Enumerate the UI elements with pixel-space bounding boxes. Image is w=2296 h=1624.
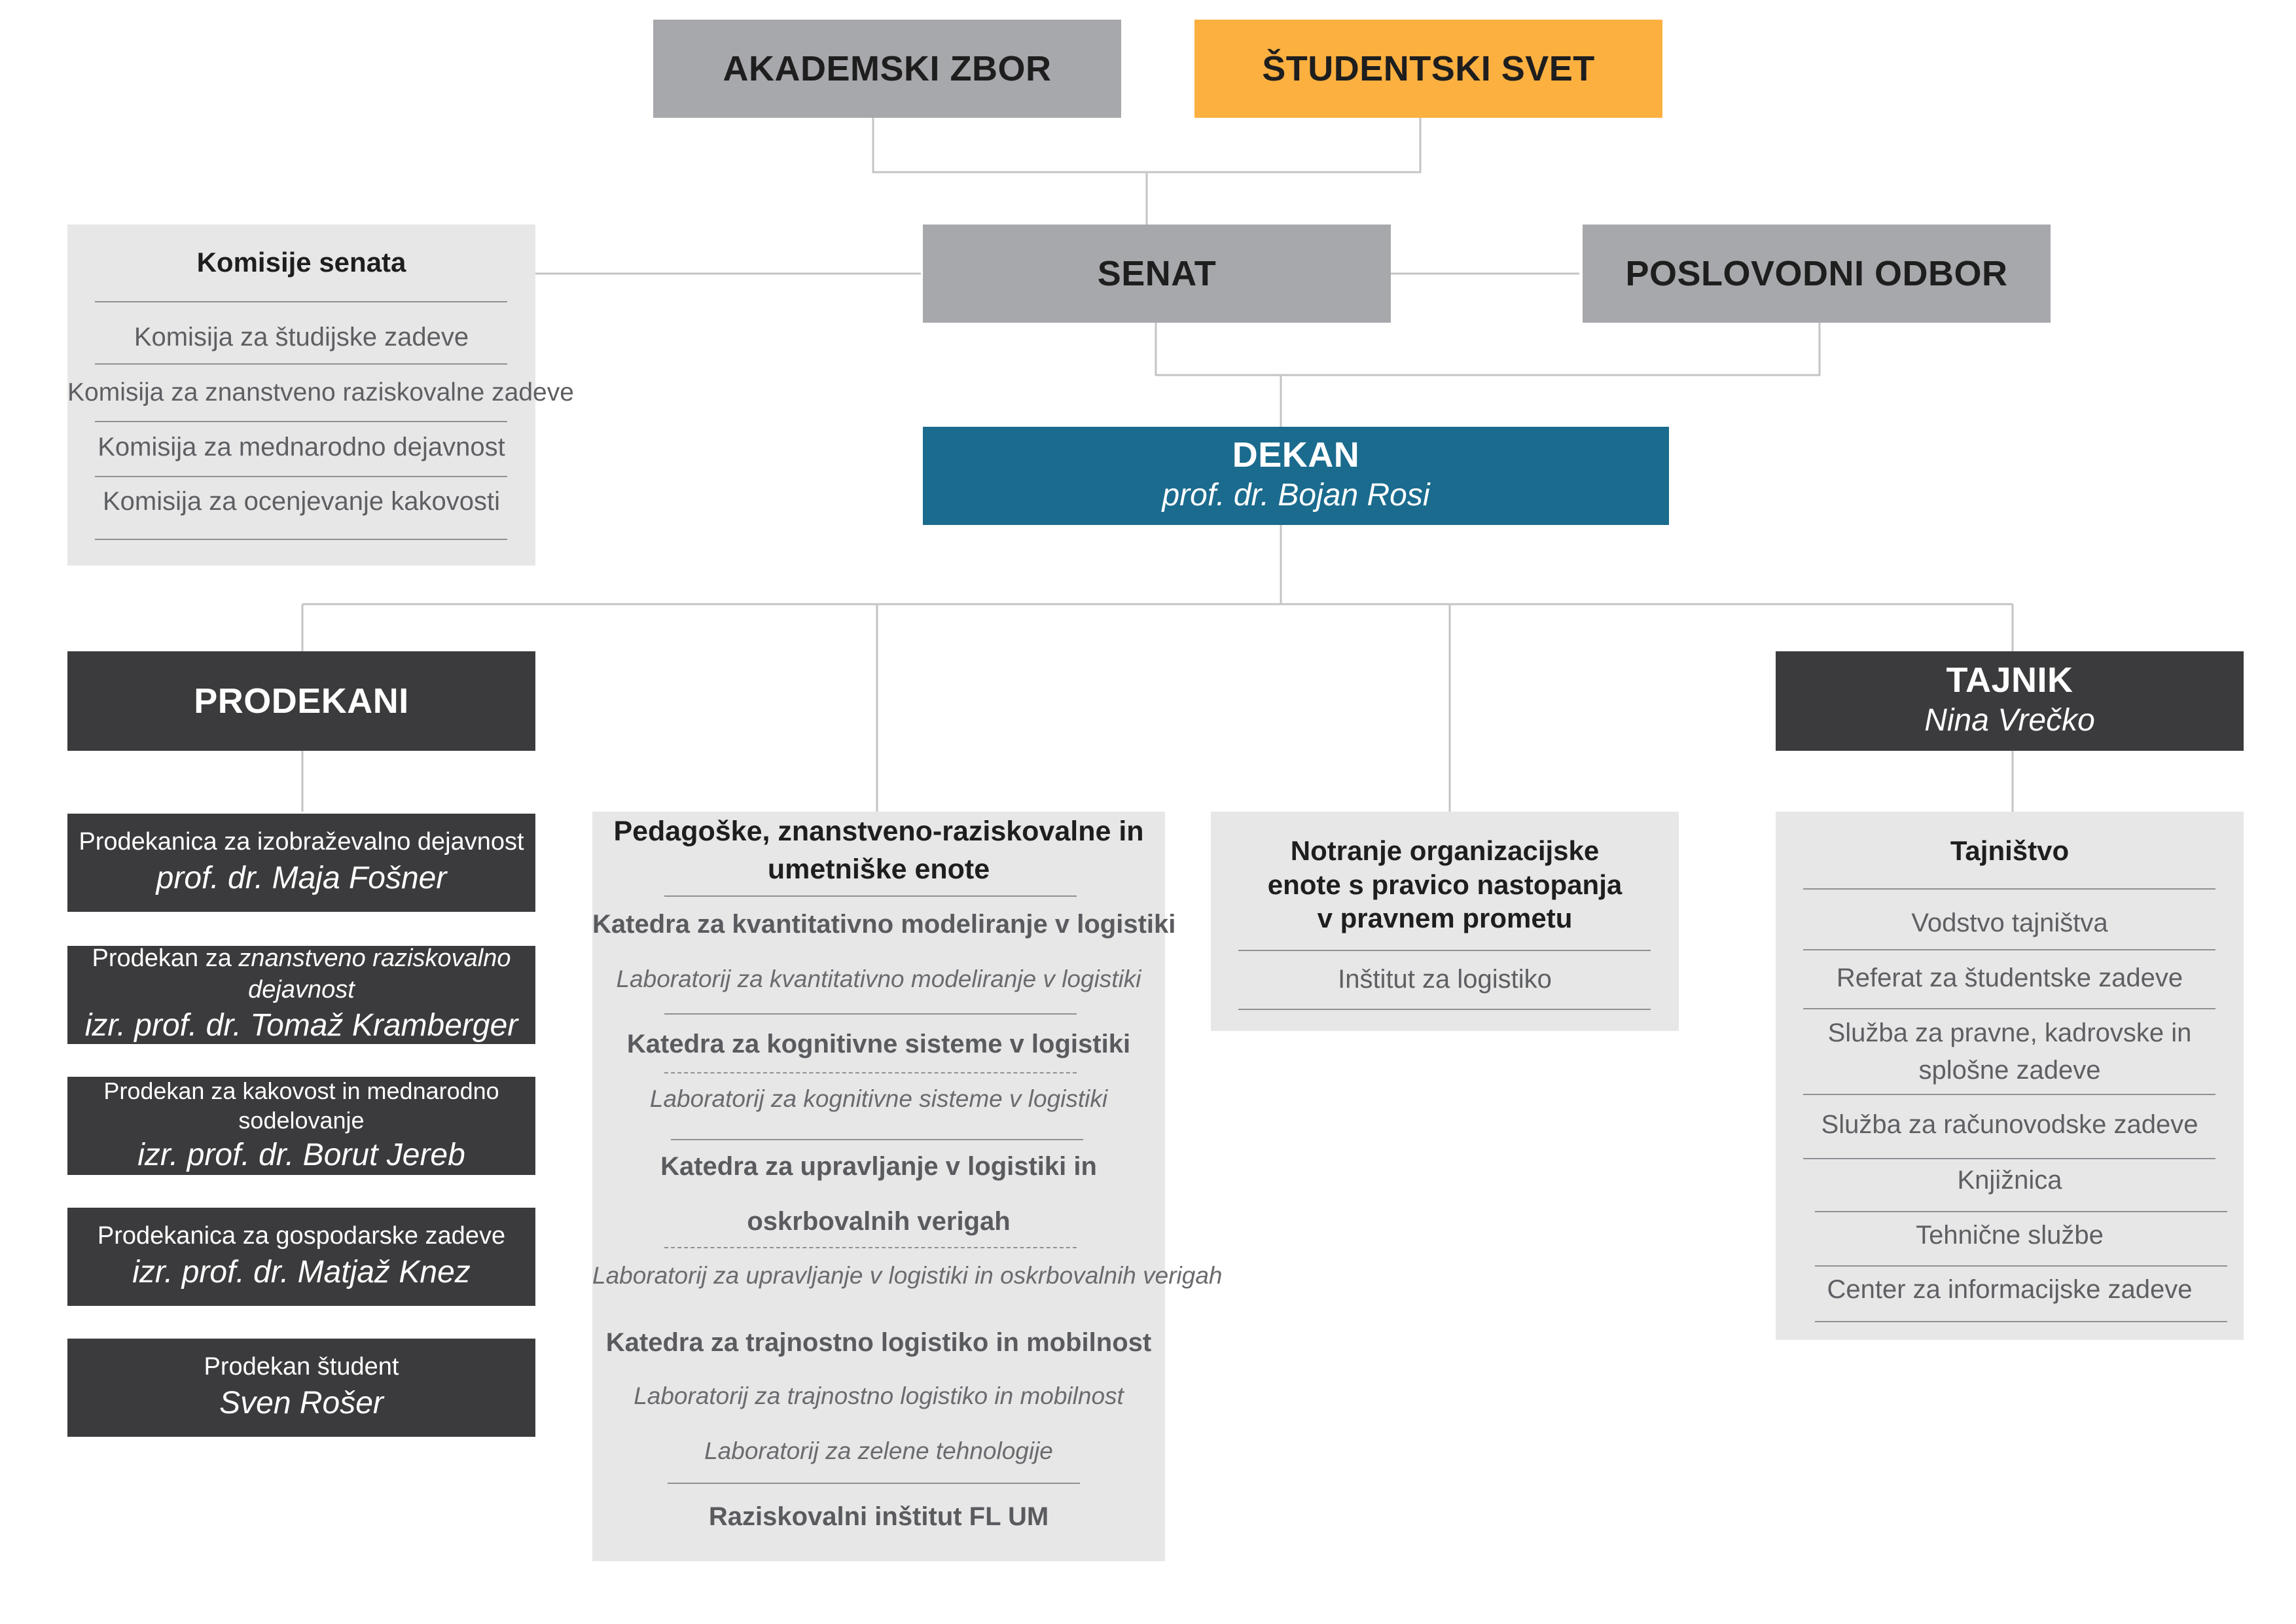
prodekani-title: PRODEKANI	[194, 681, 409, 721]
poslovodni-odbor-label: POSLOVODNI ODBOR	[1625, 254, 2008, 293]
notranje-title-line2: enote s pravico nastopanja	[1267, 869, 1623, 900]
akademski-zbor-box: AKADEMSKI ZBOR	[653, 20, 1121, 118]
prodekan-role-italic: znanstveno raziskovalno dejavnost	[238, 945, 511, 1003]
prodekan-card: Prodekanica za gospodarske zadeve izr. p…	[67, 1208, 535, 1306]
separator	[1803, 888, 2215, 890]
separator	[1803, 949, 2215, 950]
prodekan-card: Prodekan za znanstveno raziskovalno deja…	[67, 943, 535, 1044]
notranje-title-line3: v pravnem prometu	[1317, 903, 1573, 933]
separator	[1803, 1008, 2215, 1009]
separator	[95, 363, 507, 365]
connector-mid-bracket	[1155, 323, 1821, 376]
poslovodni-odbor-box: POSLOVODNI ODBOR	[1583, 225, 2051, 323]
prodekan-name: izr. prof. dr. Borut Jereb	[137, 1137, 465, 1172]
dekan-box: DEKAN prof. dr. Bojan Rosi	[923, 427, 1669, 525]
laboratorij-item: Laboratorij za trajnostno logistiko in m…	[634, 1382, 1124, 1409]
laboratorij-item: Laboratorij za kvantitativno modeliranje…	[616, 965, 1141, 992]
studentski-svet-box: ŠTUDENTSKI SVET	[1194, 20, 1662, 118]
prodekan-card: Prodekanica za izobraževalno dejavnost p…	[67, 814, 535, 912]
katedra-item: Katedra za trajnostno logistiko in mobil…	[605, 1328, 1152, 1357]
separator	[1803, 1158, 2215, 1159]
prodekan-card: Prodekan za kakovost in mednarodno sodel…	[67, 1077, 535, 1175]
notranje-enote-panel: Notranje organizacijske enote s pravico …	[1211, 812, 1679, 1031]
tajnistvo-title: Tajništvo	[1950, 835, 2070, 866]
laboratorij-item: Laboratorij za zelene tehnologije	[704, 1437, 1053, 1464]
katedra-item-line1: Katedra za upravljanje v logistiki in	[660, 1152, 1097, 1181]
separator	[1815, 1211, 2227, 1212]
komisija-item: Komisija za ocenjevanje kakovosti	[103, 487, 500, 516]
prodekan-role: Prodekanica za gospodarske zadeve	[97, 1222, 506, 1250]
separator	[1815, 1321, 2227, 1322]
tajnistvo-item: splošne zadeve	[1918, 1056, 2101, 1085]
institut-za-logistiko: Inštitut za logistiko	[1338, 965, 1552, 994]
laboratorij-item: Laboratorij za upravljanje v logistiki i…	[592, 1262, 1223, 1289]
separator	[95, 476, 507, 477]
tajnik-box: TAJNIK Nina Vrečko	[1776, 651, 2244, 751]
tajnistvo-item: Referat za študentske zadeve	[1836, 964, 2183, 992]
prodekan-role: Prodekan študent	[204, 1353, 399, 1381]
separator	[95, 301, 507, 302]
senat-label: SENAT	[1097, 254, 1217, 293]
tajnistvo-item: Služba za pravne, kadrovske in	[1827, 1019, 2192, 1047]
prodekan-role: Prodekan za znanstveno raziskovalno deja…	[67, 943, 535, 1005]
connector-top-bracket	[872, 118, 1422, 173]
prodekan-role: Prodekan za kakovost in mednarodno sodel…	[103, 1077, 499, 1134]
prodekani-box: PRODEKANI	[67, 651, 535, 751]
separator	[664, 895, 1077, 897]
komisije-senata-panel: Komisije senata Komisija za študijske za…	[67, 225, 574, 566]
komisija-item: Komisija za študijske zadeve	[134, 323, 469, 352]
komisija-item: Komisija za mednarodno dejavnost	[98, 433, 505, 461]
tajnistvo-item: Knjižnica	[1957, 1166, 2062, 1195]
dashed-separator	[664, 1247, 1077, 1248]
dekan-name: prof. dr. Bojan Rosi	[1162, 477, 1430, 513]
tajnistvo-item: Center za informacijske zadeve	[1827, 1275, 2193, 1304]
tajnistvo-item: Služba za računovodske zadeve	[1821, 1110, 2198, 1139]
katedra-item-line2: oskrbovalnih verigah	[747, 1207, 1011, 1236]
prodekan-name: izr. prof. dr. Matjaž Knez	[132, 1254, 471, 1290]
katedra-item: Katedra za kognitivne sisteme v logistik…	[626, 1030, 1131, 1058]
komisije-senata-title: Komisije senata	[196, 247, 406, 278]
akademski-zbor-label: AKADEMSKI ZBOR	[723, 49, 1052, 88]
prodekan-name: Sven Rošer	[219, 1385, 384, 1420]
prodekan-card: Prodekan študent Sven Rošer	[67, 1339, 535, 1437]
separator	[1238, 1009, 1651, 1010]
prodekan-role: Prodekanica za izobraževalno dejavnost	[79, 828, 524, 856]
tajnistvo-item: Tehnične službe	[1916, 1221, 2104, 1250]
separator	[664, 1013, 1077, 1015]
tajnik-title: TAJNIK	[1946, 660, 2073, 700]
notranje-title-line1: Notranje organizacijske	[1290, 835, 1600, 866]
enote-title-line1: Pedagoške, znanstveno-raziskovalne in	[613, 816, 1144, 847]
separator	[1238, 950, 1651, 951]
enote-title-line2: umetniške enote	[767, 854, 990, 885]
separator	[671, 1139, 1083, 1140]
tajnistvo-item: Vodstvo tajništva	[1911, 909, 2108, 937]
tajnistvo-panel: Tajništvo Vodstvo tajništva Referat za š…	[1776, 812, 2244, 1340]
tajnik-name: Nina Vrečko	[1924, 702, 2095, 738]
katedra-item: Katedra za kvantitativno modeliranje v l…	[592, 910, 1176, 939]
prodekan-name: prof. dr. Maja Fošner	[156, 860, 447, 895]
dekan-title: DEKAN	[1232, 435, 1360, 475]
institut-item: Raziskovalni inštitut FL UM	[708, 1502, 1049, 1531]
prodekan-role-prefix: Prodekan za	[92, 945, 239, 973]
laboratorij-item: Laboratorij za kognitivne sisteme v logi…	[649, 1085, 1108, 1112]
dashed-separator	[664, 1072, 1077, 1074]
separator	[668, 1483, 1080, 1484]
komisija-item: Komisija za znanstveno raziskovalne zade…	[67, 378, 574, 406]
prodekan-name: izr. prof. dr. Tomaž Kramberger	[84, 1008, 518, 1043]
separator	[95, 539, 507, 540]
separator	[1815, 1265, 2227, 1267]
senat-box: SENAT	[923, 225, 1391, 323]
studentski-svet-label: ŠTUDENTSKI SVET	[1262, 49, 1595, 88]
separator	[1803, 1094, 2215, 1095]
separator	[95, 421, 507, 422]
pedagoske-enote-panel: Pedagoške, znanstveno-raziskovalne in um…	[592, 812, 1223, 1561]
